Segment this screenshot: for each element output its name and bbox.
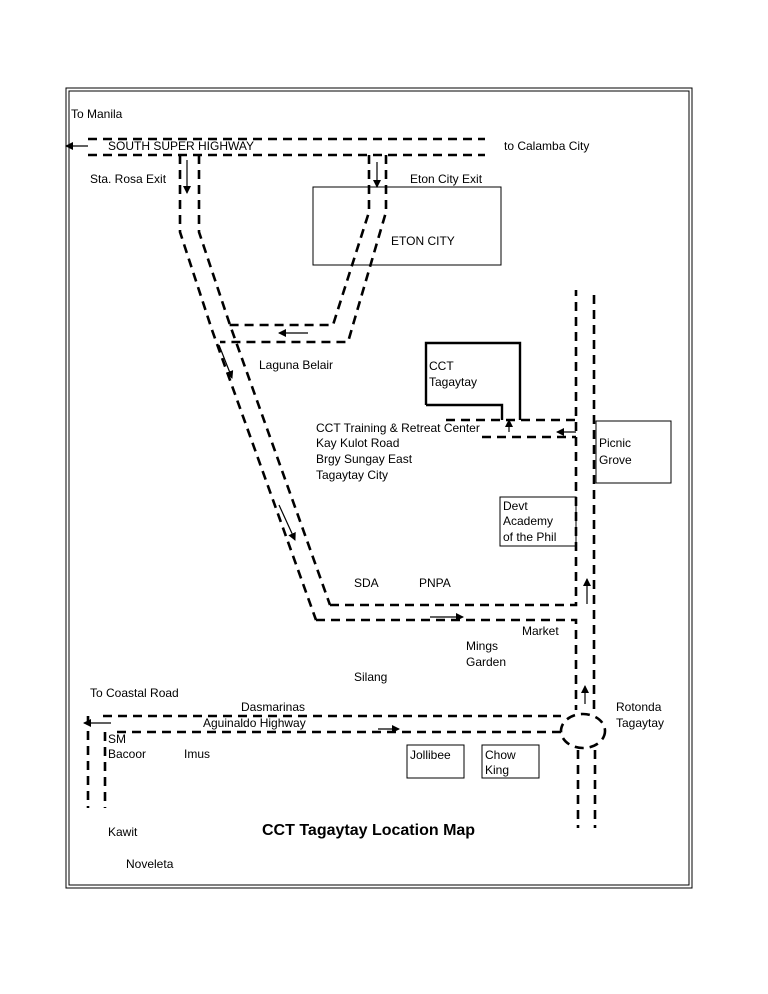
road-silang-north [330, 290, 578, 607]
jollibee-block [406, 744, 465, 779]
label-laguna-belair: Laguna Belair [259, 358, 333, 372]
label-picnic-line1: Picnic [599, 436, 631, 450]
arrow-southbound-1 [218, 344, 234, 379]
label-devt-line1: Devt [503, 499, 528, 513]
label-sm-line2: Bacoor [108, 747, 146, 761]
label-devt-line3: of the Phil [503, 530, 556, 544]
label-address-line3: Brgy Sungay East [316, 452, 413, 466]
label-cct-line1: CCT [429, 359, 454, 373]
road-sta-rosa-east [197, 155, 332, 606]
label-sta-rosa-exit: Sta. Rosa Exit [90, 172, 167, 186]
label-mings-line2: Garden [466, 655, 506, 669]
picnic-grove-block [595, 420, 672, 484]
label-picnic-line2: Grove [599, 453, 632, 467]
label-noveleta: Noveleta [126, 857, 174, 871]
cct-building-gate [426, 403, 504, 420]
label-rotonda-line2: Tagaytay [616, 716, 664, 730]
label-aguinaldo-highway: Aguinaldo Highway [203, 716, 306, 730]
road-silang-south [316, 618, 578, 710]
label-mings-line1: Mings [466, 639, 498, 653]
label-to-manila: To Manila [71, 107, 123, 121]
label-cct-line2: Tagaytay [429, 375, 477, 389]
label-silang: Silang [354, 670, 387, 684]
label-imus: Imus [184, 747, 210, 761]
road-eton-exit-west [225, 155, 371, 327]
label-rotonda-line1: Rotonda [616, 700, 662, 714]
cct-building [424, 341, 522, 420]
road-sta-rosa-west [178, 155, 318, 621]
label-sda: SDA [354, 576, 379, 590]
chow-king-block [481, 744, 540, 779]
label-to-coastal-road: To Coastal Road [90, 686, 179, 700]
label-dasmarinas: Dasmarinas [241, 700, 305, 714]
label-address-line2: Kay Kulot Road [316, 436, 399, 450]
label-sm-line1: SM [108, 732, 126, 746]
label-market: Market [522, 624, 559, 638]
map-title: CCT Tagaytay Location Map [262, 822, 475, 839]
label-pnpa: PNPA [419, 576, 451, 590]
road-eton-exit-east [220, 155, 388, 344]
map-frame-inner [68, 90, 690, 886]
label-to-calamba: to Calamba City [504, 139, 589, 153]
label-kawit: Kawit [108, 825, 138, 839]
arrow-southbound-2 [278, 504, 296, 541]
devt-academy-block [499, 496, 577, 547]
label-eton-city-exit: Eton City Exit [410, 172, 483, 186]
map-frame-outer [65, 87, 693, 889]
label-chow-line2: King [485, 763, 509, 777]
eton-city-block [312, 186, 502, 266]
label-devt-line2: Academy [503, 514, 553, 528]
rotonda [559, 712, 607, 750]
label-eton-city: ETON CITY [391, 234, 455, 248]
label-address-line4: Tagaytay City [316, 468, 388, 482]
label-south-super-highway: SOUTH SUPER HIGHWAY [108, 139, 254, 153]
label-jollibee: Jollibee [410, 748, 451, 762]
label-address-line1: CCT Training & Retreat Center [316, 421, 480, 435]
label-chow-line1: Chow [485, 748, 516, 762]
